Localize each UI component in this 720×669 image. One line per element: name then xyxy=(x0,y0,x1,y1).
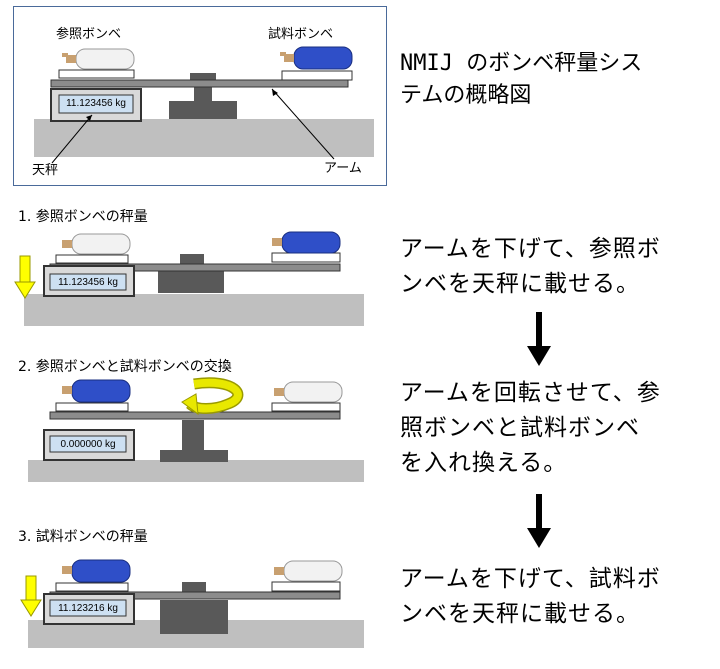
sample-cylinder xyxy=(272,231,341,254)
step2-desc-line1: アームを回転させて、参 xyxy=(400,380,661,406)
sample-holder xyxy=(281,70,353,81)
step3-desc-line1: アームを下げて、試料ボ xyxy=(400,566,661,592)
overview-diagram xyxy=(34,46,374,164)
step1-diagram xyxy=(14,231,364,326)
pillar xyxy=(182,582,206,594)
ref-cylinder-label: 参照ボンベ xyxy=(56,27,122,42)
reference-cylinder xyxy=(274,560,343,582)
title-line-1: NMIJ のボンベ秤量シス xyxy=(400,51,643,76)
sample-cylinder xyxy=(280,46,353,70)
flow-arrow-2 xyxy=(527,494,551,548)
step3-description: アームを下げて、試料ボ ンベを天秤に載せる。 xyxy=(400,562,661,632)
flow-arrow-1 xyxy=(527,312,551,366)
scale-screen xyxy=(49,435,127,453)
reference-cylinder xyxy=(62,48,135,70)
step2-desc-line3: を入れ換える。 xyxy=(400,450,568,476)
arm xyxy=(50,79,349,88)
sample-cylinder xyxy=(62,379,131,403)
step2-description: アームを回転させて、参 照ボンベと試料ボンベ を入れ換える。 xyxy=(400,376,661,481)
step1-description: アームを下げて、参照ボ ンベを天秤に載せる。 xyxy=(400,232,661,302)
down-arrow-icon xyxy=(14,255,36,299)
step1-desc-line2: ンベを天秤に載せる。 xyxy=(400,271,640,297)
step3-diagram xyxy=(20,559,364,648)
down-arrow-icon xyxy=(20,575,42,617)
scale-screen xyxy=(49,599,127,617)
scale-pan-left xyxy=(58,69,135,79)
sample-holder xyxy=(271,252,341,263)
step1-desc-line1: アームを下げて、参照ボ xyxy=(400,236,661,262)
step1-display-text: 11.123456 kg xyxy=(58,277,118,288)
diagram-title: NMIJ のボンベ秤量シス テムの概略図 xyxy=(400,48,642,112)
step2-display-text: 0.000000 kg xyxy=(60,439,116,450)
scale-pan-left xyxy=(55,582,129,592)
reference-cylinder xyxy=(62,233,131,255)
scale-label: 天秤 xyxy=(32,163,59,178)
sample-cylinder-label: 試料ボンベ xyxy=(268,27,334,42)
step3-display-text: 11.123216 kg xyxy=(58,603,118,614)
reference-cylinder xyxy=(274,381,343,403)
title-line-2: テムの概略図 xyxy=(400,83,532,108)
step2-caption: 2. 参照ボンベと試料ボンベの交換 xyxy=(18,359,232,375)
ground xyxy=(34,119,374,157)
step1-caption: 1. 参照ボンベの秤量 xyxy=(18,209,148,225)
pillar-base xyxy=(160,450,228,462)
scale-screen xyxy=(58,94,134,114)
pillar-base xyxy=(158,271,224,293)
pillar-top xyxy=(190,73,216,83)
step3-caption: 3. 試料ボンベの秤量 xyxy=(18,529,148,545)
arm-label: アーム xyxy=(324,161,362,176)
left-holder xyxy=(55,402,129,412)
pillar-base xyxy=(160,600,228,634)
ground xyxy=(28,460,364,482)
arm xyxy=(49,411,341,420)
scale-screen xyxy=(49,273,127,291)
pillar-base xyxy=(169,101,237,119)
right-holder xyxy=(271,402,341,412)
ref-holder xyxy=(271,581,341,592)
overview-panel: 参照ボンベ 試料ボンベ 11.123456 kg 天秤 アーム xyxy=(13,6,387,186)
pillar xyxy=(194,87,212,101)
scale-display-text: 11.123456 kg xyxy=(66,98,126,109)
step2-diagram xyxy=(28,377,364,482)
sample-cylinder xyxy=(62,559,131,583)
ground xyxy=(24,294,364,326)
rotate-arrow-icon xyxy=(181,377,244,416)
pillar xyxy=(182,420,204,450)
scale-pan-left xyxy=(55,254,129,264)
step2-desc-line2: 照ボンベと試料ボンベ xyxy=(400,415,640,441)
step3-desc-line2: ンベを天秤に載せる。 xyxy=(400,601,640,627)
